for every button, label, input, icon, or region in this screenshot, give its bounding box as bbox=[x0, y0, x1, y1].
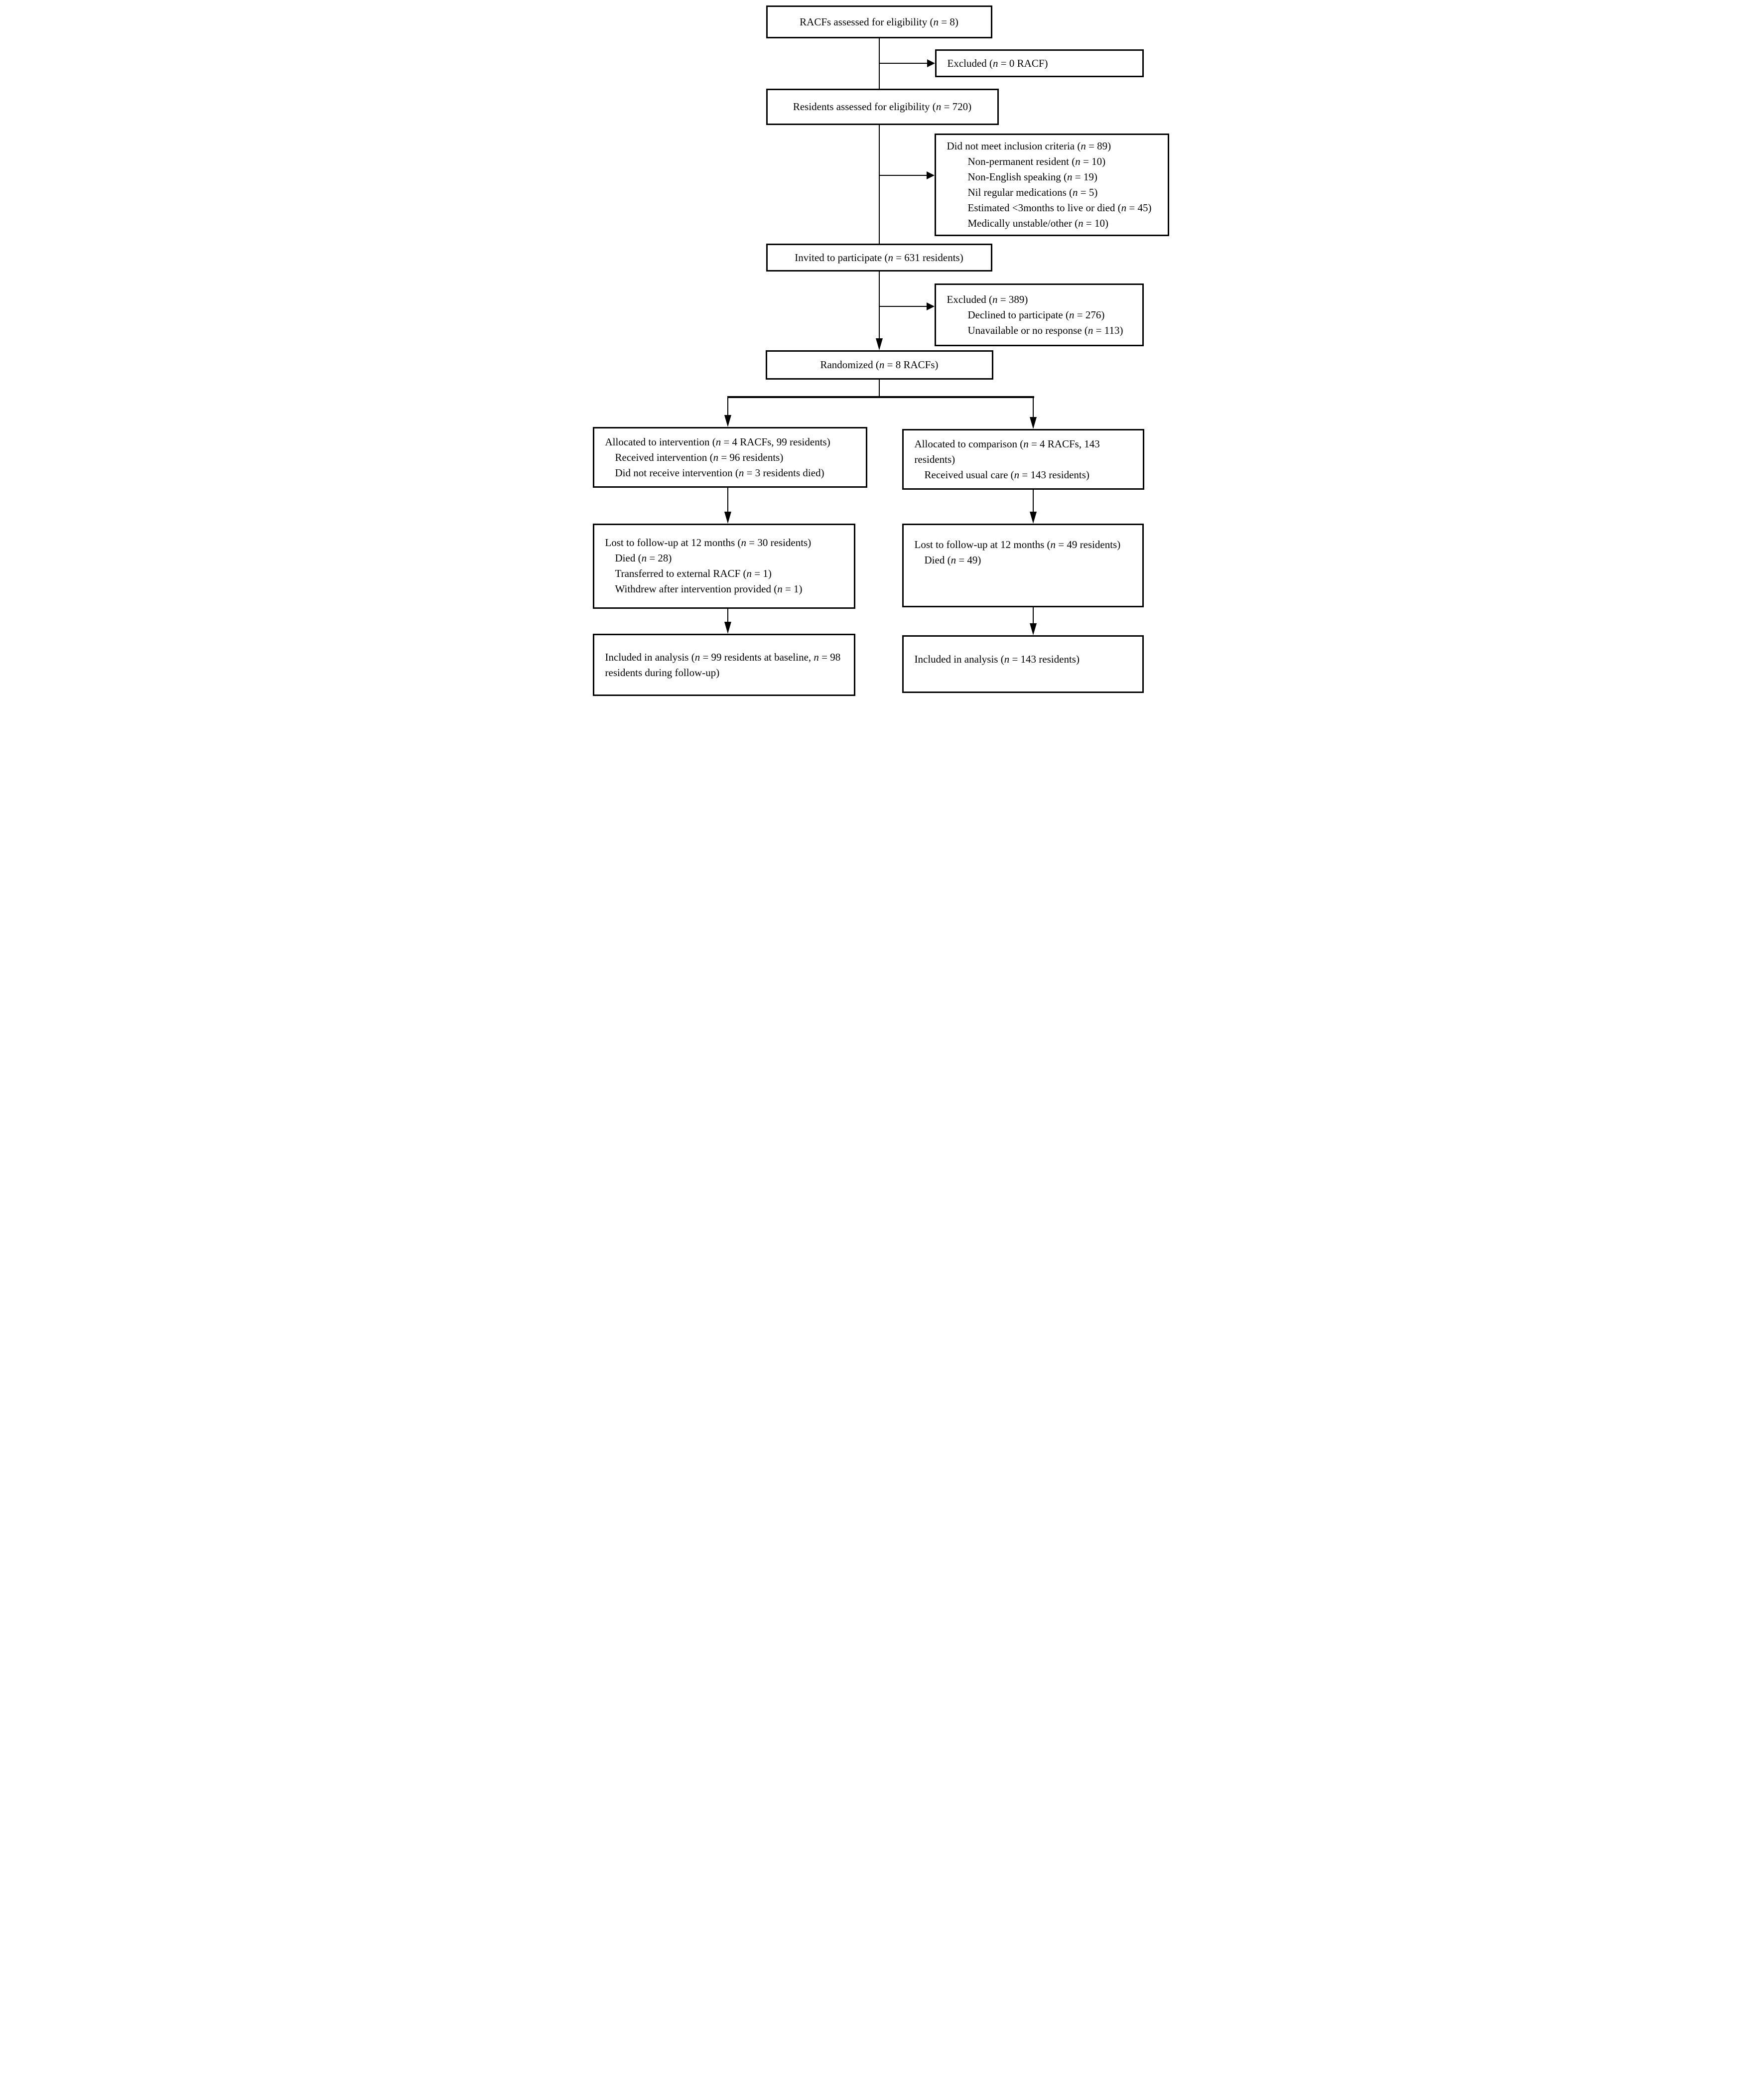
text-line: Died (n = 28) bbox=[615, 552, 672, 564]
connector-bar-to-allocated-intervention bbox=[727, 398, 728, 415]
text-line: Medically unstable/other (n = 10) bbox=[967, 217, 1108, 229]
arrowhead-right-icon bbox=[927, 59, 935, 67]
box-randomized: Randomized (n = 8 RACFs) bbox=[765, 350, 993, 380]
connector-invited-to-randomized bbox=[878, 272, 880, 338]
text-line: Invited to participate (n = 631 resident… bbox=[795, 251, 963, 264]
arrowhead-down-icon bbox=[1029, 512, 1037, 524]
text-line: Withdrew after intervention provided (n … bbox=[615, 583, 803, 595]
connector-allocated-to-lost-intervention bbox=[727, 488, 728, 512]
text-line: Estimated <3months to live or died (n = … bbox=[967, 202, 1152, 214]
text-line: Randomized (n = 8 RACFs) bbox=[820, 359, 939, 371]
box-did-not-meet-criteria: Did not meet inclusion criteria (n = 89)… bbox=[934, 134, 1169, 236]
connector-bar-to-allocated-comparison bbox=[1032, 398, 1034, 417]
text-line: Received usual care (n = 143 residents) bbox=[924, 468, 1089, 481]
flow-diagram: RACFs assessed for eligibility (n = 8) E… bbox=[588, 0, 1176, 697]
text-line: Residents assessed for eligibility (n = … bbox=[793, 101, 972, 113]
box-allocated-intervention: Allocated to intervention (n = 4 RACFs, … bbox=[592, 427, 867, 488]
text-line: Excluded (n = 0 RACF) bbox=[947, 57, 1048, 69]
arrowhead-right-icon bbox=[926, 171, 935, 179]
connector-lost-to-analysis-comparison bbox=[1032, 607, 1034, 623]
connector-branch-criteria bbox=[879, 175, 927, 176]
text-line: Included in analysis (n = 143 residents) bbox=[914, 653, 1080, 665]
text-line: Unavailable or no response (n = 113) bbox=[967, 324, 1123, 336]
text-line: Allocated to intervention (n = 4 RACFs, … bbox=[605, 435, 830, 448]
text-line: Excluded (n = 389) bbox=[947, 293, 1028, 305]
text-line: Allocated to comparison (n = 4 RACFs, 14… bbox=[914, 437, 1100, 465]
box-allocated-comparison: Allocated to comparison (n = 4 RACFs, 14… bbox=[902, 429, 1144, 490]
arrowhead-right-icon bbox=[926, 302, 935, 310]
branch-bar bbox=[727, 396, 1034, 398]
arrowhead-down-icon bbox=[1029, 623, 1037, 635]
text-line: Did not receive intervention (n = 3 resi… bbox=[615, 466, 824, 479]
arrowhead-down-icon bbox=[724, 512, 731, 524]
text-line: Non-English speaking (n = 19) bbox=[967, 171, 1097, 183]
text-line: RACFs assessed for eligibility (n = 8) bbox=[800, 15, 958, 28]
connector-allocated-to-lost-comparison bbox=[1032, 490, 1034, 512]
text-line: Received intervention (n = 96 residents) bbox=[615, 451, 784, 463]
text-line: Transferred to external RACF (n = 1) bbox=[615, 567, 772, 579]
box-lost-intervention: Lost to follow-up at 12 months (n = 30 r… bbox=[592, 524, 855, 609]
box-racfs-assessed: RACFs assessed for eligibility (n = 8) bbox=[766, 5, 992, 38]
box-excluded-residents: Excluded (n = 389) Declined to participa… bbox=[934, 283, 1144, 346]
box-analysis-intervention: Included in analysis (n = 99 residents a… bbox=[592, 634, 855, 696]
box-analysis-comparison: Included in analysis (n = 143 residents) bbox=[902, 635, 1144, 693]
text-line: Nil regular medications (n = 5) bbox=[967, 186, 1098, 198]
arrowhead-down-icon bbox=[724, 415, 731, 427]
text-line: Died (n = 49) bbox=[924, 554, 981, 566]
box-excluded-racfs: Excluded (n = 0 RACF) bbox=[935, 49, 1144, 77]
connector-branch-excluded-residents bbox=[879, 306, 927, 307]
text-line: Lost to follow-up at 12 months (n = 49 r… bbox=[914, 539, 1121, 551]
text-line: Declined to participate (n = 276) bbox=[967, 308, 1105, 321]
box-residents-assessed: Residents assessed for eligibility (n = … bbox=[766, 89, 999, 125]
box-lost-comparison: Lost to follow-up at 12 months (n = 49 r… bbox=[902, 524, 1144, 607]
connector-branch-excluded-racfs bbox=[879, 63, 927, 64]
connector-lost-to-analysis-intervention bbox=[727, 609, 728, 622]
text-line: Non-permanent resident (n = 10) bbox=[967, 155, 1106, 167]
arrowhead-down-icon bbox=[724, 622, 731, 634]
connector-residents-to-invited bbox=[878, 125, 880, 244]
connector-randomized-to-bar bbox=[878, 380, 880, 397]
text-line: Did not meet inclusion criteria (n = 89) bbox=[947, 140, 1111, 152]
arrowhead-down-icon bbox=[875, 338, 883, 350]
text-line: Included in analysis (n = 99 residents a… bbox=[605, 651, 841, 679]
text-line: Lost to follow-up at 12 months (n = 30 r… bbox=[605, 537, 812, 549]
arrowhead-down-icon bbox=[1029, 417, 1037, 429]
box-invited: Invited to participate (n = 631 resident… bbox=[766, 244, 992, 272]
